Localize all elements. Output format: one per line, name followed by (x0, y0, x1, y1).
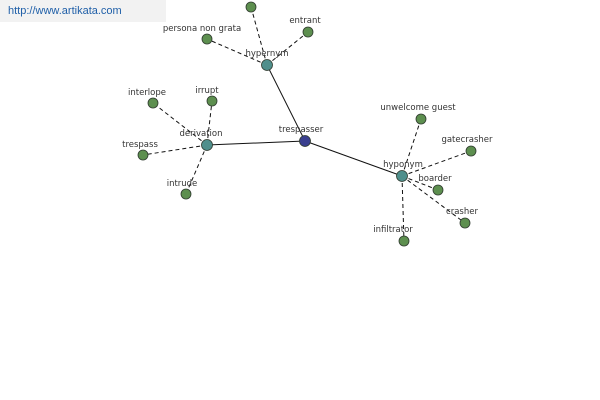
edge-trespasser-derivation (206, 140, 306, 146)
label-hyponym: hyponym (383, 160, 423, 170)
edge-derivation-trespass (142, 144, 208, 156)
node-derivation[interactable] (201, 139, 213, 151)
edge-hypernym-persona_non_grata (206, 38, 268, 66)
edge-hypernym-entrant (266, 31, 309, 66)
node-infiltrator[interactable] (398, 235, 410, 247)
label-boarder: boarder (418, 174, 452, 184)
label-derivation: derivation (179, 129, 222, 139)
label-entrant: entrant (289, 16, 321, 26)
node-hypernym[interactable] (261, 59, 273, 71)
node-entrant[interactable] (302, 26, 314, 38)
edges-layer (142, 6, 472, 242)
edge-hyponym-crasher (401, 175, 466, 224)
edge-derivation-interlope (152, 102, 208, 146)
source-url[interactable]: http://www.artikata.com (0, 0, 166, 22)
edge-hyponym-gatecrasher (401, 150, 472, 177)
label-irrupt: irrupt (195, 86, 219, 96)
edge-hypernym-top_unlabeled (250, 6, 268, 66)
node-crasher[interactable] (459, 217, 471, 229)
node-interlope[interactable] (147, 97, 159, 109)
label-unwelcome-guest: unwelcome guest (380, 103, 456, 113)
labels-layer: trespasser hypernym derivation hyponym perso… (122, 16, 493, 235)
node-trespasser[interactable] (299, 135, 311, 147)
nodes-layer (137, 1, 477, 247)
label-trespasser: trespasser (279, 125, 324, 135)
node-hyponym[interactable] (396, 170, 408, 182)
edge-trespasser-hyponym (304, 140, 403, 177)
label-persona-non-grata: persona non grata (163, 24, 241, 34)
edge-derivation-intrude (185, 144, 208, 195)
node-persona-non-grata[interactable] (201, 33, 213, 45)
node-unwelcome-guest[interactable] (415, 113, 427, 125)
edge-trespasser-hypernym (266, 64, 306, 142)
node-boarder[interactable] (432, 184, 444, 196)
node-gatecrasher[interactable] (465, 145, 477, 157)
node-irrupt[interactable] (206, 95, 218, 107)
label-interlope: interlope (128, 88, 166, 98)
node-top-unlabeled[interactable] (245, 1, 257, 13)
edge-hyponym-unwelcome_guest (401, 118, 422, 177)
label-intrude: intrude (167, 179, 198, 189)
node-intrude[interactable] (180, 188, 192, 200)
label-trespass: trespass (122, 140, 158, 150)
edge-hyponym-infiltrator (401, 175, 405, 242)
label-gatecrasher: gatecrasher (441, 135, 493, 145)
label-hypernym: hypernym (245, 49, 288, 59)
node-trespass[interactable] (137, 149, 149, 161)
edge-derivation-irrupt (206, 100, 213, 146)
label-infiltrator: infiltrator (373, 225, 413, 235)
label-crasher: crasher (446, 207, 478, 217)
